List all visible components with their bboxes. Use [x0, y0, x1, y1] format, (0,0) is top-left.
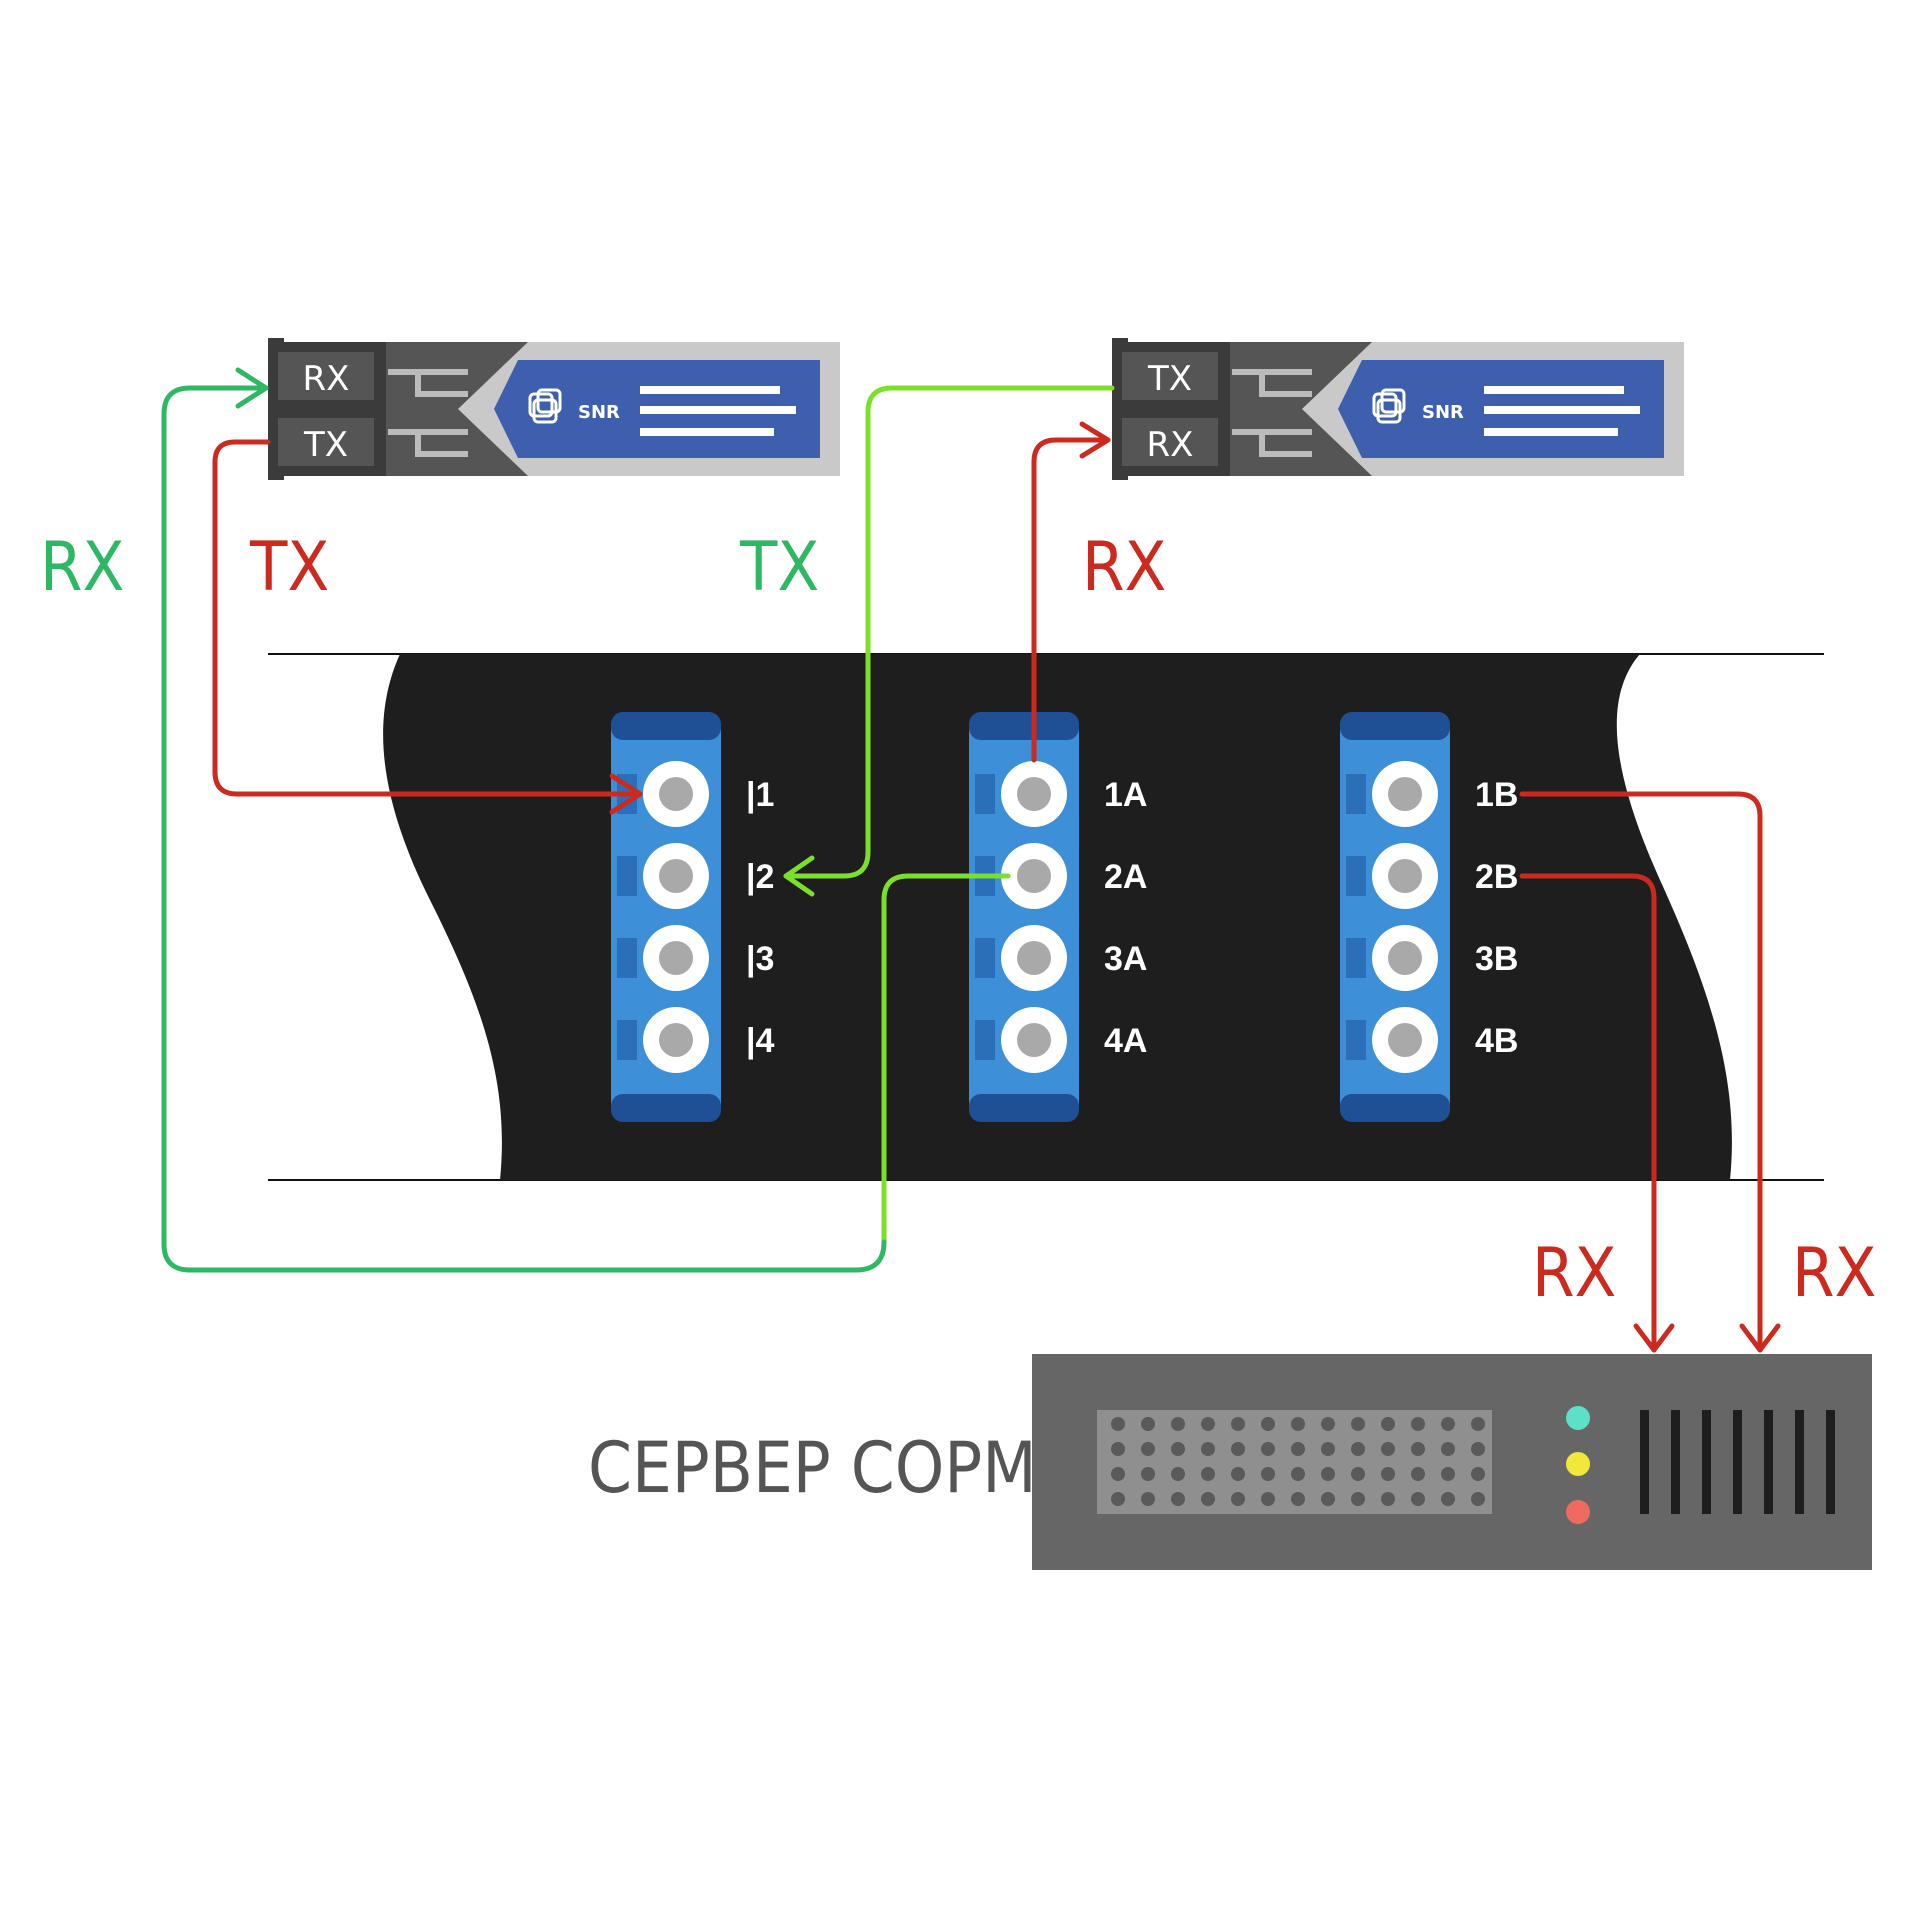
splitter-module-a: 1A 2A 3A 4A: [969, 712, 1147, 1122]
sfp-left-bottom-port-label: TX: [303, 425, 348, 465]
sfp-right-top-port-label: TX: [1147, 359, 1192, 399]
fiber-right-tx-to-in2: [783, 385, 1115, 879]
snr-logo-icon: [1372, 388, 1406, 424]
label-server-rx-1: RX: [1532, 1234, 1616, 1313]
label-left-rx: RX: [40, 528, 124, 607]
snr-logo-icon: [528, 388, 562, 424]
sfp-right-brand: SNR: [1422, 402, 1464, 423]
sfp-left-brand: SNR: [578, 402, 620, 423]
port-label: 2B: [1475, 858, 1518, 896]
sfp-right-bottom-port-label: RX: [1147, 425, 1194, 465]
port-label: 1B: [1475, 776, 1518, 814]
port-label: 2A: [1104, 858, 1147, 896]
fiber-2a-to-left-rx-lime: [881, 873, 1011, 1245]
sfp-module-left: RX TX SNR: [268, 338, 840, 480]
label-left-tx: TX: [249, 528, 329, 607]
sfp-module-right: TX RX SNR: [1112, 338, 1684, 480]
fiber-1b-to-server: [1519, 791, 1763, 1353]
server-led-yellow: [1566, 1452, 1590, 1476]
port-label: 3A: [1104, 940, 1147, 978]
fiber-1a-to-right-rx: [1031, 437, 1111, 763]
label-right-tx: TX: [739, 528, 819, 607]
port-label: 1A: [1104, 776, 1147, 814]
port-label: |3: [746, 940, 774, 978]
port-label: 4A: [1104, 1022, 1147, 1060]
label-right-rx: RX: [1082, 528, 1166, 607]
port-label: |2: [746, 858, 774, 896]
port-label: |4: [746, 1022, 775, 1060]
sfp-left-top-port-label: RX: [303, 359, 350, 399]
server-led-green: [1566, 1406, 1590, 1430]
fiber-left-tx-to-in1: [212, 439, 643, 797]
server-led-red: [1566, 1500, 1590, 1524]
splitter-module-b: 1B 2B 3B 4B: [1340, 712, 1518, 1122]
port-label: 4B: [1475, 1022, 1518, 1060]
server-slots: [1640, 1410, 1835, 1514]
server-vent-grille: [1111, 1417, 1485, 1506]
server-label: СЕРВЕР СОРМ: [588, 1427, 1037, 1509]
splitter-module-input: |1 |2 |3 |4: [611, 712, 775, 1122]
label-server-rx-2: RX: [1792, 1234, 1876, 1313]
fiber-2b-to-server: [1519, 873, 1657, 1353]
port-label: 3B: [1475, 940, 1518, 978]
sorm-server: [1032, 1354, 1872, 1570]
port-label: |1: [746, 776, 774, 814]
fiber-2a-to-left-rx-green: [161, 385, 887, 1273]
